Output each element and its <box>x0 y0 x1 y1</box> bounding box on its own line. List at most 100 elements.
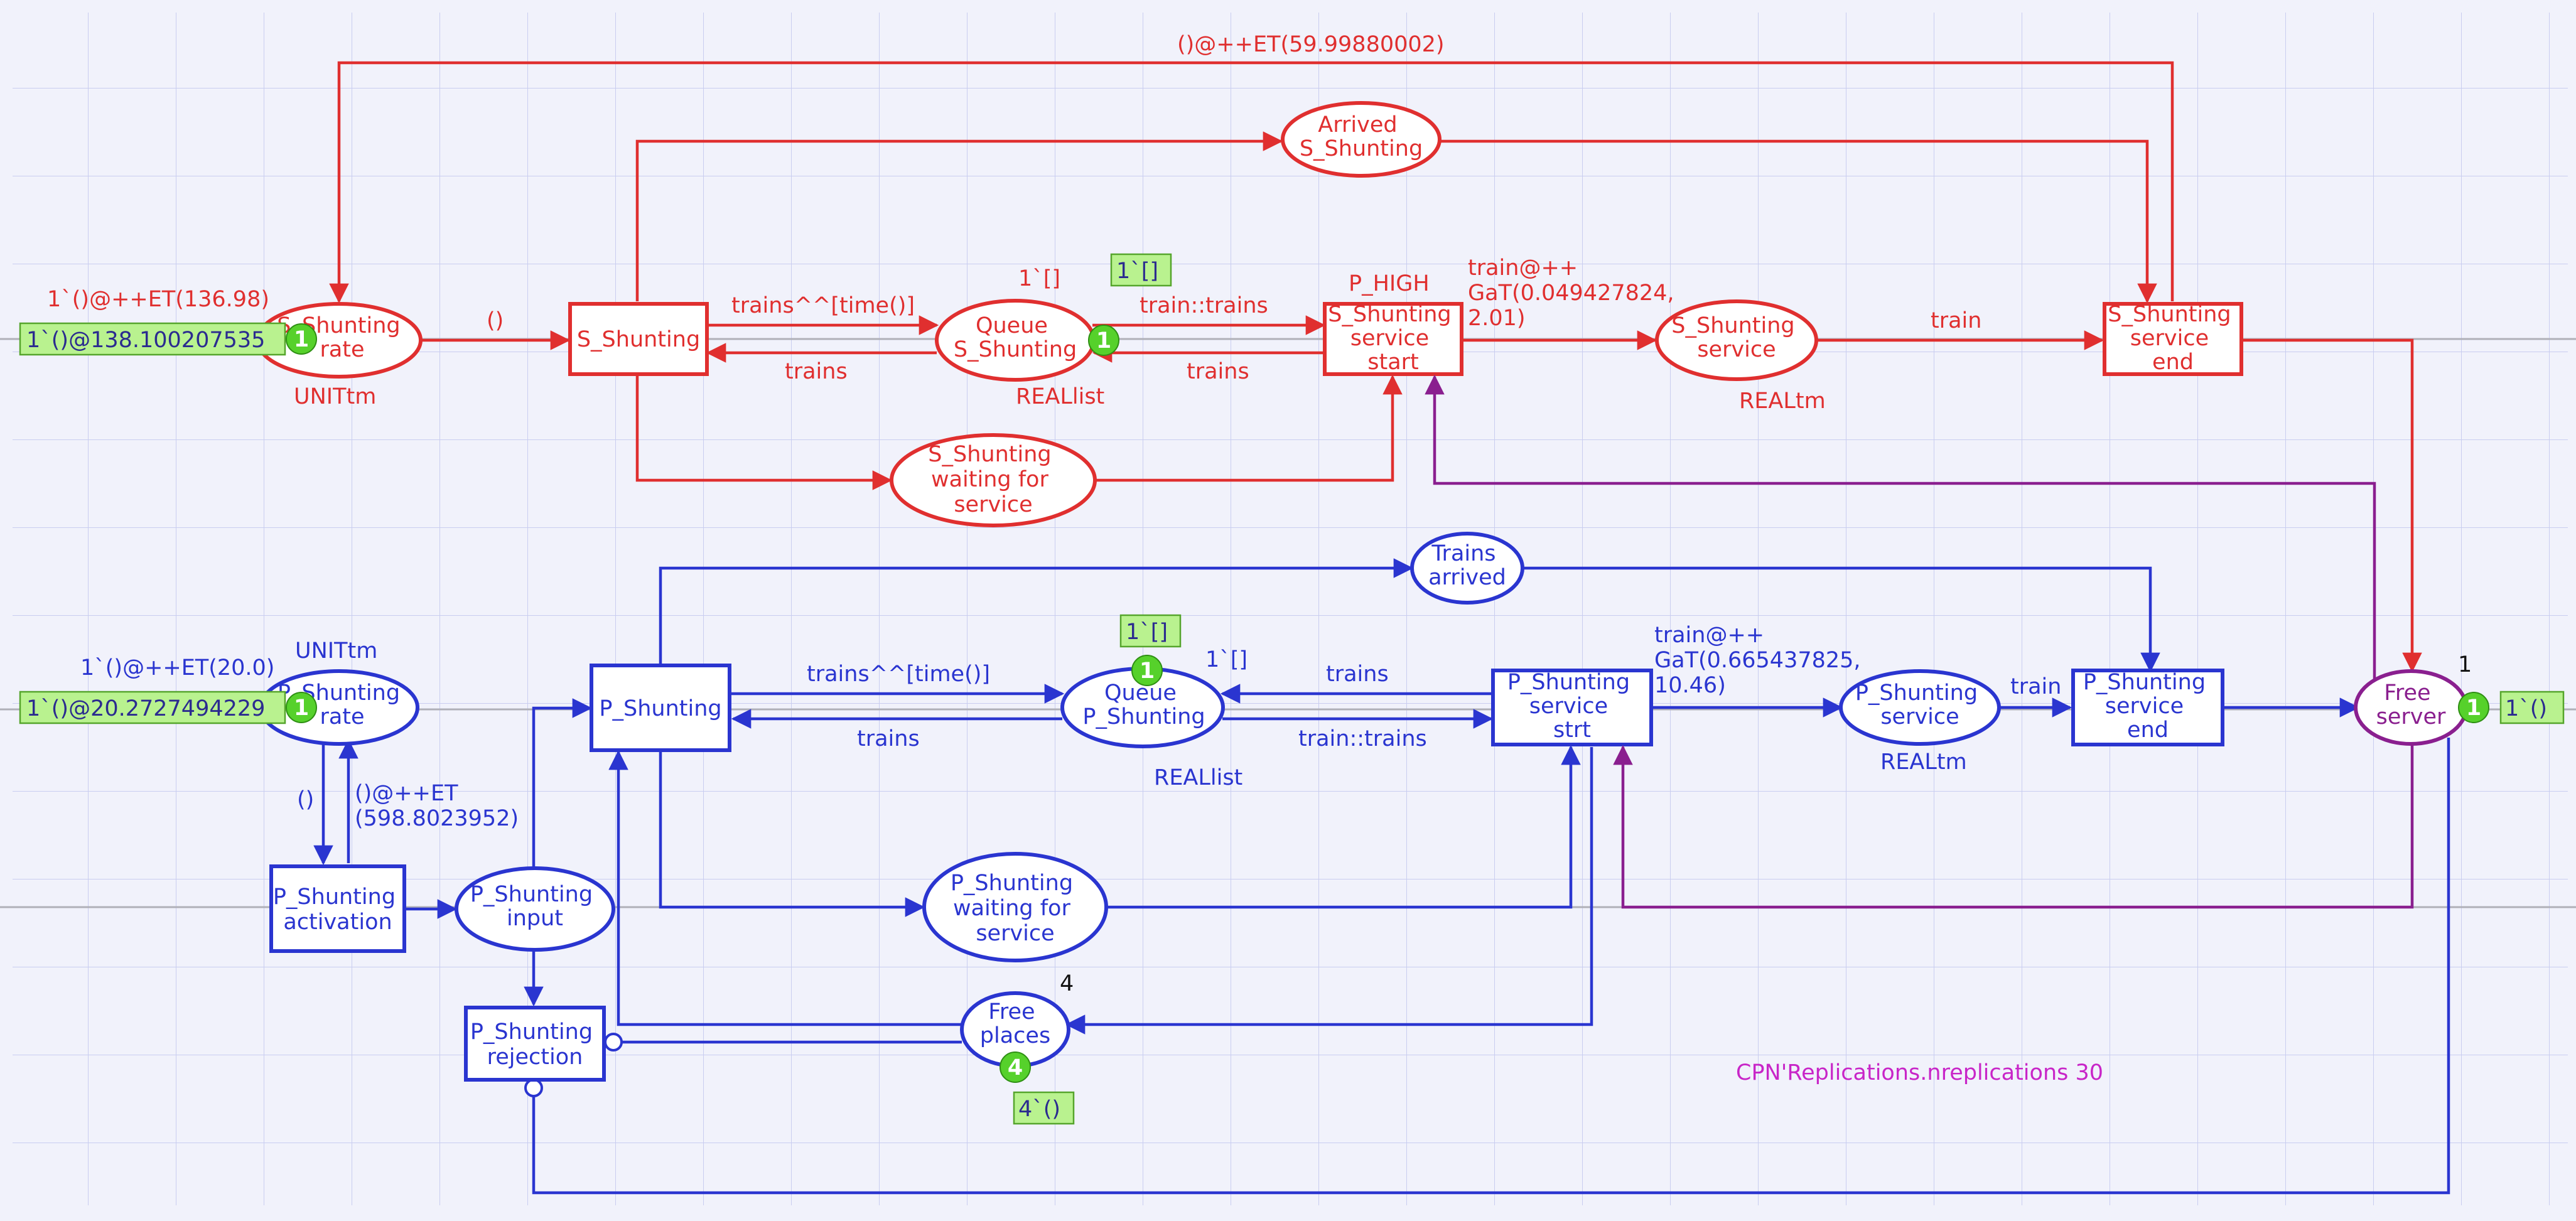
place-type-label: REALtm <box>1880 750 1967 775</box>
svg-text:S_Shunting service: S_Shunting service end <box>2108 302 2238 375</box>
svg-text:P_Shunting service: P_Shunting service end <box>2083 670 2212 743</box>
arc-label: () <box>297 787 314 812</box>
marking-p-shunting-rate: 1`()@20.2727494229 1 <box>19 691 317 724</box>
arc-label: train <box>1931 308 1981 333</box>
svg-text:1`[]: 1`[] <box>1116 259 1158 284</box>
arc-label: () <box>487 308 504 333</box>
arc-s-shunting-to-waiting <box>635 374 893 490</box>
marking-queue-p-shunting: 1`[] 1 <box>1119 614 1182 686</box>
svg-text:P_Shunting activation: P_Shunting activation <box>273 885 402 935</box>
svg-text:1: 1 <box>2466 696 2481 721</box>
marking-s-shunting-rate: 1`()@138.100207535 1 <box>19 322 317 356</box>
transition-s-shunting-service-end[interactable]: S_Shunting service end <box>2103 302 2243 376</box>
svg-text:1`()@20.2727494229: 1`()@20.2727494229 <box>26 696 265 721</box>
arc-label: train@++ GaT(0.049427824, 2.01) <box>1468 255 1681 331</box>
place-free-places[interactable]: Free places <box>960 991 1070 1068</box>
arc-p-free-places-to-shunting <box>608 750 962 1026</box>
place-p-shunting-waiting[interactable]: P_Shunting waiting for service <box>922 852 1108 962</box>
svg-text:P_Shunting service: P_Shunting service <box>1855 680 1985 729</box>
arc-label: trains <box>857 726 920 751</box>
place-type-label: UNITtm <box>295 638 377 664</box>
arc-s-end-to-free-server <box>2243 338 2422 673</box>
replications-note: CPN'Replications.nreplications 30 <box>1736 1060 2103 1085</box>
place-queue-p-shunting[interactable]: Queue P_Shunting <box>1060 667 1225 748</box>
place-trains-arrived[interactable]: Trains arrived <box>1410 532 1524 605</box>
place-free-server[interactable]: Free server <box>2354 669 2468 746</box>
svg-text:S_Shunting service: S_Shunting service start <box>1328 302 1458 375</box>
arc-s-shunting-to-arrived <box>635 131 1283 301</box>
svg-text:Queue S_Shunting: Queue S_Shunting <box>954 313 1077 362</box>
grid <box>13 13 2568 1205</box>
svg-text:4: 4 <box>1008 1055 1023 1080</box>
svg-text:1: 1 <box>1096 328 1111 353</box>
arc-s-end-to-rate <box>329 61 2174 304</box>
place-queue-s-shunting[interactable]: Queue S_Shunting <box>935 299 1096 382</box>
transition-s-shunting-service-start[interactable]: S_Shunting service start <box>1323 302 1463 376</box>
svg-text:1: 1 <box>1140 659 1155 684</box>
arc-p-arrived-to-end <box>1522 566 2160 673</box>
svg-text:1`(): 1`() <box>2505 696 2547 721</box>
transition-priority: P_HIGH <box>1349 271 1430 296</box>
place-type-label: UNITtm <box>294 384 376 409</box>
place-p-shunting-input[interactable]: P_Shunting input <box>455 866 615 952</box>
arc-label: trains^^[time()] <box>731 293 915 318</box>
svg-text:Queue P_Shunting: Queue P_Shunting <box>1082 680 1205 729</box>
inhibitor-circle <box>604 1033 623 1052</box>
transition-p-shunting-rejection[interactable]: P_Shunting rejection <box>464 1006 606 1082</box>
arc-label: trains^^[time()] <box>807 662 990 687</box>
place-p-shunting-service[interactable]: P_Shunting service <box>1839 669 2001 746</box>
initial-marking: 1`()@++ET(20.0) <box>80 655 274 680</box>
arc-label: trains <box>785 359 848 384</box>
arc-s-waiting-to-start <box>1094 374 1403 482</box>
arc-label: train::trains <box>1298 726 1427 751</box>
svg-text:S_Shunting rate: S_Shunting rate <box>277 313 407 362</box>
p-net: trains^^[time()] trains trains train::tr… <box>80 532 2450 1195</box>
initial-marking: 1`[] <box>1018 266 1060 291</box>
arc-s-arrived-to-end <box>1441 139 2157 304</box>
svg-text:Free server: Free server <box>2376 680 2446 729</box>
arc-p-strt-to-free-places <box>1065 747 1593 1035</box>
place-type-label: REALtm <box>1739 389 1826 414</box>
transition-p-shunting[interactable]: P_Shunting <box>590 664 731 752</box>
place-type-label: REALlist <box>1016 384 1104 409</box>
svg-text:P_Shunting: P_Shunting <box>599 696 721 721</box>
place-p-shunting-rate[interactable]: P_Shunting rate <box>259 669 419 746</box>
svg-text:P_Shunting waiting for: P_Shunting waiting for service <box>951 871 1080 946</box>
arc-p-free-server-to-rejection <box>532 738 2450 1195</box>
transition-p-shunting-service-end[interactable]: P_Shunting service end <box>2071 669 2224 746</box>
place-arrived-s-shunting[interactable]: Arrived S_Shunting <box>1281 101 1442 178</box>
svg-text:Arrived S_Shunting: Arrived S_Shunting <box>1300 112 1423 161</box>
svg-text:Trains arrived: Trains arrived <box>1428 541 1506 590</box>
svg-text:1`[]: 1`[] <box>1126 620 1168 645</box>
initial-marking: 4 <box>1060 971 1074 996</box>
arc-p-input-to-shunting <box>532 698 593 869</box>
svg-text:S_Shunting: S_Shunting <box>577 327 700 352</box>
arc-free-server-to-s-start <box>1425 374 2376 681</box>
svg-text:S_Shunting service: S_Shunting service <box>1671 313 1801 362</box>
arc-label: ()@++ET(59.99880002) <box>1177 32 1445 57</box>
svg-text:Free places: Free places <box>980 999 1050 1048</box>
initial-marking: 1`[] <box>1205 647 1248 672</box>
arc-free-server-to-p-strt <box>1613 738 2414 909</box>
arc-p-shunting-to-waiting <box>659 750 925 917</box>
s-net: () trains^^[time()] trains train::trains… <box>47 32 2422 673</box>
transition-p-shunting-service-strt[interactable]: P_Shunting service strt <box>1491 669 1653 746</box>
place-s-shunting-rate[interactable]: S_Shunting rate <box>256 302 423 379</box>
initial-marking: 1`()@++ET(136.98) <box>47 287 269 312</box>
svg-text:1`()@138.100207535: 1`()@138.100207535 <box>26 328 265 353</box>
arc-label: train::trains <box>1140 293 1268 318</box>
arc-label: train@++ GaT(0.665437825, 10.46) <box>1654 623 1868 698</box>
place-s-shunting-service[interactable]: S_Shunting service <box>1655 299 1818 381</box>
marking-queue-s-shunting: 1`[] 1 <box>1088 253 1172 356</box>
svg-text:P_Shunting rejection: P_Shunting rejection <box>470 1019 600 1070</box>
arc-label: trains <box>1187 359 1249 384</box>
arc-label: trains <box>1326 662 1389 687</box>
transition-p-shunting-activation[interactable]: P_Shunting activation <box>269 864 406 953</box>
place-s-shunting-waiting[interactable]: S_Shunting waiting for service <box>890 433 1097 527</box>
svg-text:P_Shunting service: P_Shunting service strt <box>1507 670 1637 743</box>
transition-s-shunting[interactable]: S_Shunting <box>568 302 709 376</box>
svg-text:P_Shunting rate: P_Shunting rate <box>278 680 407 729</box>
arc-p-waiting-to-strt <box>1106 745 1581 909</box>
free-server-net: Free server 1 <box>1425 374 2472 909</box>
